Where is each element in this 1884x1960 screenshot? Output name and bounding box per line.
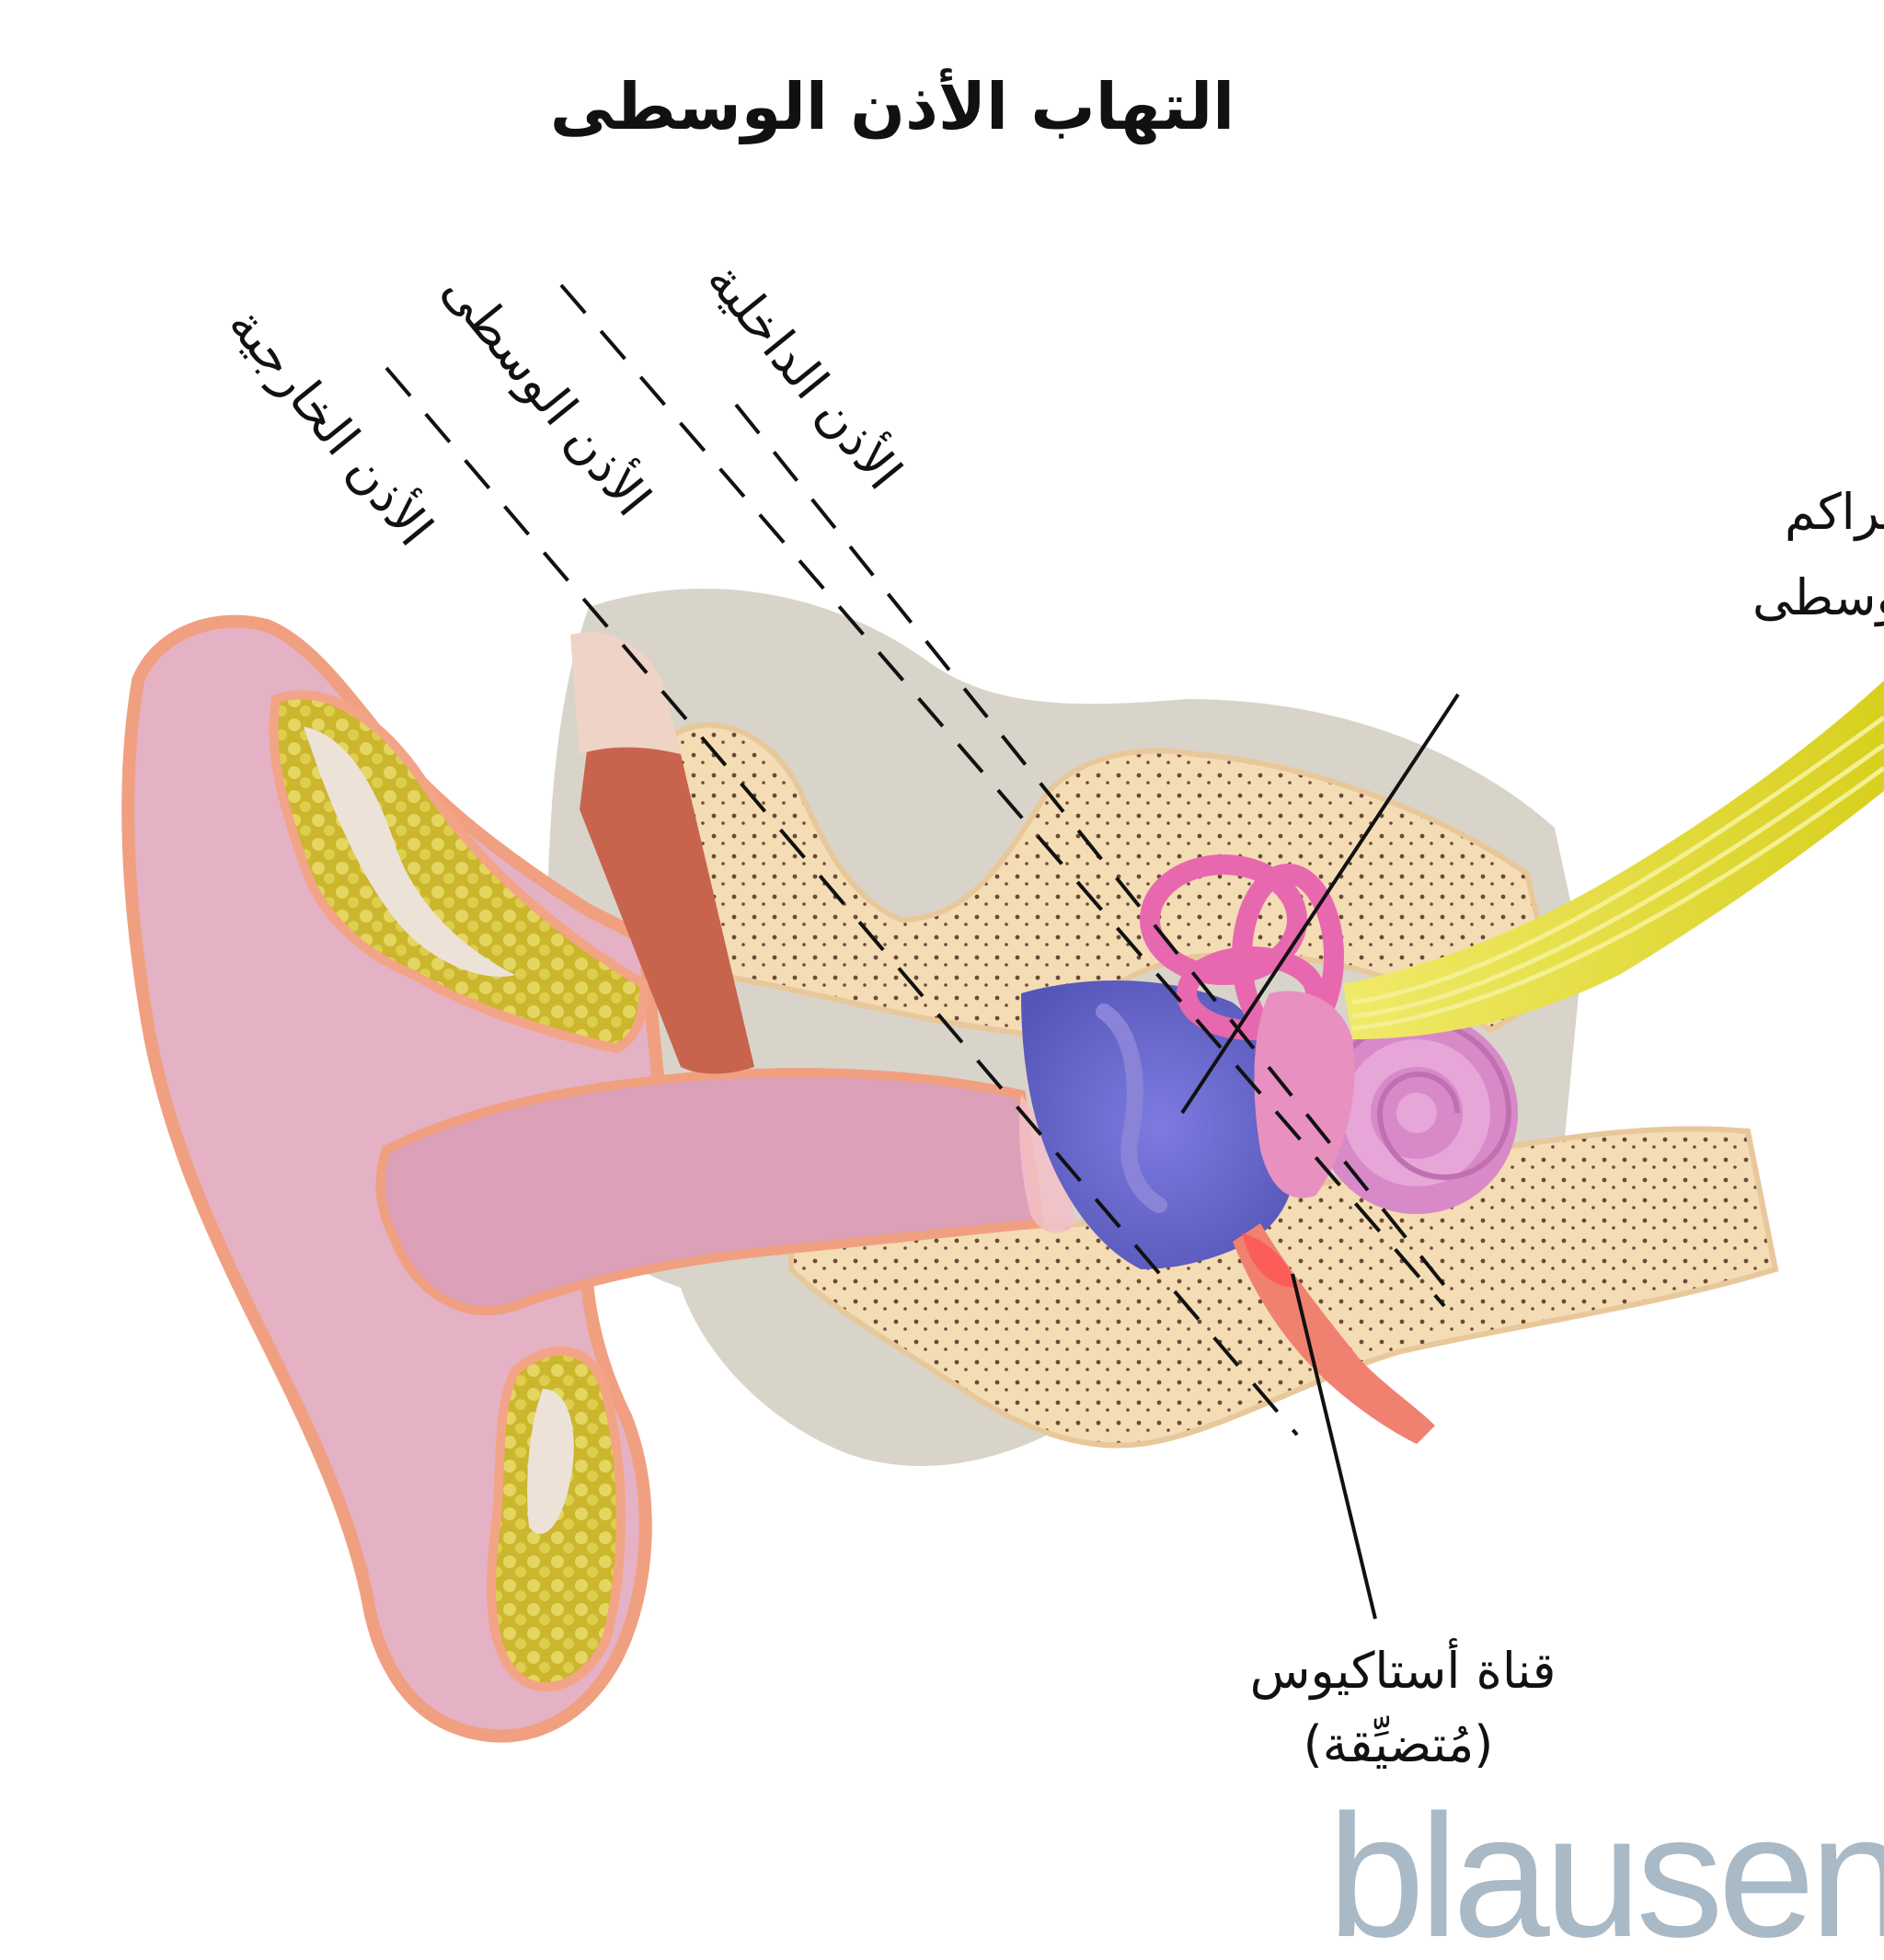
cochlea (1315, 1012, 1518, 1214)
blausen-logo: blausen (1327, 1779, 1884, 1960)
middle-ear-divider (559, 283, 1446, 1308)
outer-ear-divider (385, 366, 1299, 1437)
auditory-nerve (1343, 681, 1884, 1039)
callout-eustachian-line2: (مُتضيِّقة) (1304, 1715, 1494, 1773)
diagram-title: التهاب الأذن الوسطى (550, 68, 1235, 144)
tympanic-membrane (1019, 1095, 1076, 1233)
muscle-tendon (570, 632, 681, 754)
vestibule (1254, 991, 1355, 1198)
ear-canal (375, 1068, 1045, 1316)
region-label-outer-ear: الأذن الخارجية (217, 294, 445, 556)
region-label-middle-ear: الأذن الوسطى (431, 260, 663, 527)
callout-eustachian-line1: قناة أستاكيوس (1250, 1638, 1557, 1700)
callout-inflammation-line2: السائل في الأذن الوسطى (1752, 567, 1884, 626)
callout-eustachian-leader (1291, 1273, 1377, 1620)
callout-inflammation-line1: الالتهاب وتراكم (1785, 483, 1884, 541)
eustachian-tube-glow (1242, 1232, 1297, 1288)
callout-inflammation-leader (1180, 693, 1460, 1115)
region-label-inner-ear: الأذن الداخلية (695, 249, 914, 499)
ossicles-in-fluid (1096, 1003, 1167, 1213)
nerve-fibers (1351, 715, 1884, 1031)
region-dividers (385, 283, 1455, 1437)
lower-cartilage-highlight (527, 1389, 574, 1534)
inner-ear-divider (734, 403, 1455, 1299)
auricular-muscle (580, 726, 754, 1074)
upper-cartilage-highlight (304, 727, 515, 977)
middle-ear-fluid (1021, 980, 1297, 1269)
